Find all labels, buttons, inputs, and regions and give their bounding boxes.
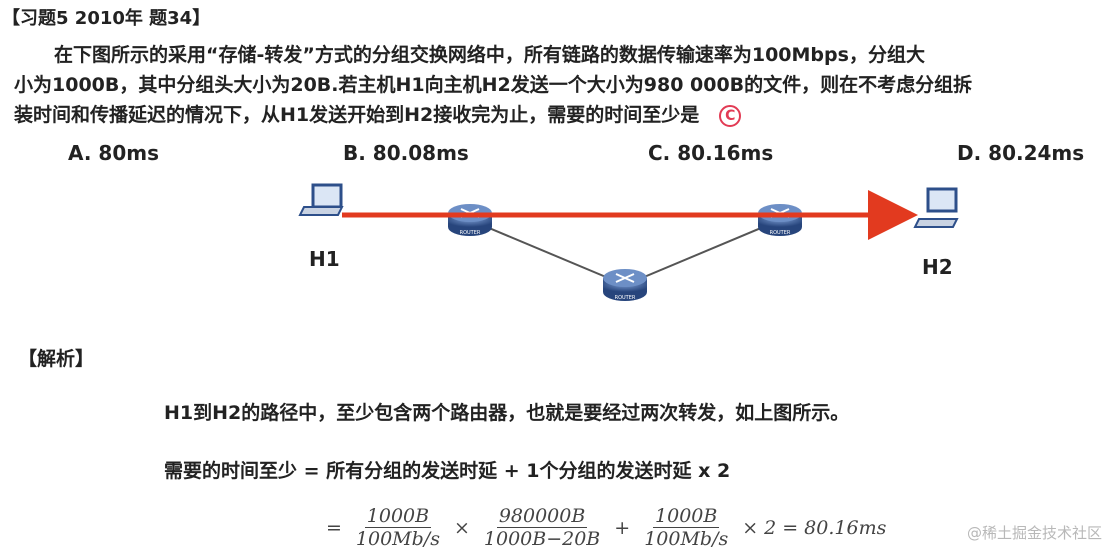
formula-plus: +: [614, 516, 631, 539]
formula-equals: =: [326, 516, 342, 539]
fraction-2-denominator: 1000B−20B: [483, 528, 601, 550]
problem-title: 【习题5 2010年 题34】: [2, 8, 211, 29]
router-3-label: ROUTER: [615, 295, 636, 301]
formula-factor: 2: [764, 516, 777, 539]
question-line-3: 装时间和传播延迟的情况下，从H1发送开始到H2接收完为止，需要的时间至少是 C: [14, 100, 1099, 130]
fraction-1-numerator: 1000B: [364, 505, 432, 528]
fraction-1: 1000B 100Mb/s: [356, 505, 440, 550]
fraction-3-denominator: 100Mb/s: [644, 528, 729, 550]
host-h1-laptop-icon: [298, 183, 344, 216]
formula: = 1000B 100Mb/s × 980000B 1000B−20B + 10…: [320, 505, 886, 550]
router-2-label: ROUTER: [770, 230, 791, 236]
option-c: C. 80.16ms: [648, 141, 774, 165]
analysis-line-2: 需要的时间至少 = 所有分组的发送时延 + 1个分组的发送时延 x 2: [164, 460, 731, 482]
analysis-line-1: H1到H2的路径中，至少包含两个路由器，也就是要经过两次转发，如上图所示。: [164, 402, 850, 424]
option-d: D. 80.24ms: [957, 141, 1085, 165]
router-1-icon: ROUTER: [448, 204, 492, 236]
fraction-2: 980000B 1000B−20B: [484, 505, 600, 550]
fraction-1-denominator: 100Mb/s: [355, 528, 440, 550]
question-text: 在下图所示的采用“存储-转发”方式的分组交换网络中，所有链路的数据传输速率为10…: [14, 40, 1099, 130]
host-h1-label: H1: [309, 247, 340, 271]
network-diagram: ROUTER ROUTER ROUTER: [298, 183, 959, 301]
host-h2-laptop-icon: [913, 187, 959, 228]
question-line-2: 小为1000B，其中分组头大小为20B.若主机H1向主机H2发送一个大小为980…: [14, 74, 973, 96]
question-line-3-text: 装时间和传播延迟的情况下，从H1发送开始到H2接收完为止，需要的时间至少是: [14, 104, 700, 126]
fraction-2-numerator: 980000B: [496, 505, 588, 528]
router-3-icon: ROUTER: [603, 269, 647, 301]
option-b: B. 80.08ms: [343, 141, 469, 165]
link-router3-router2: [624, 219, 781, 286]
fraction-3-numerator: 1000B: [653, 505, 720, 528]
formula-result: 80.16ms: [804, 516, 887, 539]
router-1-label: ROUTER: [460, 230, 481, 236]
formula-times-2: ×: [742, 516, 759, 539]
watermark: @稀土掘金技术社区: [966, 524, 1102, 542]
formula-equals-2: =: [782, 516, 799, 539]
host-h2-label: H2: [922, 255, 953, 279]
link-router1-router3: [469, 219, 626, 286]
analysis-heading: 【解析】: [18, 348, 95, 370]
option-a: A. 80ms: [68, 141, 159, 165]
answer-mark: C: [719, 104, 742, 127]
formula-times-1: ×: [453, 516, 470, 539]
fraction-3: 1000B 100Mb/s: [644, 505, 728, 550]
router-2-icon: ROUTER: [758, 204, 802, 236]
question-line-1: 在下图所示的采用“存储-转发”方式的分组交换网络中，所有链路的数据传输速率为10…: [54, 44, 925, 66]
